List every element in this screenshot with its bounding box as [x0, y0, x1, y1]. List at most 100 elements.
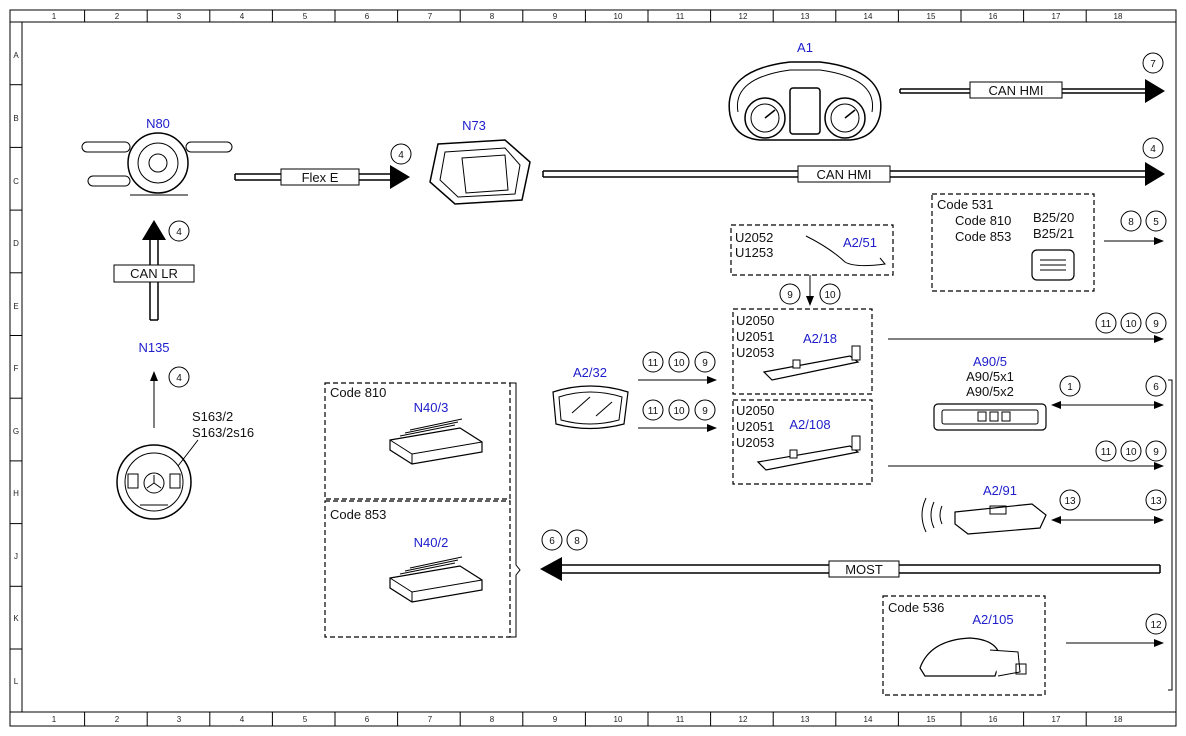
col-label: 13 — [801, 12, 810, 21]
col-label: 9 — [553, 12, 558, 21]
col-label: 6 — [365, 12, 370, 21]
a2-18-box: U2050 U2051 U2053 A2/18 — [732, 308, 873, 395]
ignition-switch-n73: N73 — [429, 118, 531, 205]
fault-code-u2053: U2053 — [736, 435, 774, 450]
svg-text:8: 8 — [1128, 217, 1134, 228]
label-a90-5x1: A90/5x1 — [966, 369, 1014, 384]
ref-1: 1 — [1059, 375, 1081, 397]
ref-4: 4 — [390, 143, 412, 165]
row-label: J — [14, 552, 18, 561]
col-label: 10 — [614, 715, 623, 724]
label-code-536: Code 536 — [888, 600, 944, 615]
steering-wheel-s163 — [116, 439, 199, 520]
amplifier-n40-2 — [389, 556, 483, 603]
code-810-box: Code 810 N40/3 — [324, 382, 511, 500]
col-label: 18 — [1114, 715, 1123, 724]
svg-text:1: 1 — [1067, 382, 1073, 393]
bus-flex-e: Flex E — [234, 165, 410, 189]
fault-code-u2051: U2051 — [736, 419, 774, 434]
label-n80: N80 — [146, 116, 170, 131]
col-label: 11 — [676, 715, 685, 724]
svg-text:7: 7 — [1150, 59, 1156, 70]
svg-text:11: 11 — [648, 358, 659, 369]
label-a1: A1 — [797, 40, 813, 55]
bus-label-can-hmi: CAN HMI — [817, 167, 872, 182]
col-label: 1 — [52, 12, 57, 21]
a2-108-box: U2050 U2051 U2053 A2/108 — [732, 399, 873, 485]
col-label: 9 — [553, 715, 558, 724]
row-label: C — [13, 177, 19, 186]
fault-code-u2050: U2050 — [736, 313, 774, 328]
label-b25-20: B25/20 — [1033, 210, 1074, 225]
row-label: F — [14, 364, 19, 373]
svg-text:9: 9 — [702, 406, 708, 417]
steering-column-module-n80: N80 — [81, 116, 233, 196]
label-a90-5x2: A90/5x2 — [966, 384, 1014, 399]
fault-code-u1253: U1253 — [735, 245, 773, 260]
ref-group: 6 8 — [541, 529, 588, 551]
label-a2-51: A2/51 — [843, 235, 877, 250]
bus-can-lr: CAN LR — [113, 220, 195, 321]
col-label: 16 — [989, 12, 998, 21]
label-a2-91: A2/91 — [983, 483, 1017, 498]
ref-group: 9 10 — [779, 283, 841, 305]
bus-most: MOST — [540, 557, 1161, 581]
label-b25-21: B25/21 — [1033, 226, 1074, 241]
col-label: 4 — [240, 715, 245, 724]
col-label: 5 — [303, 715, 308, 724]
col-label: 10 — [614, 12, 623, 21]
svg-text:13: 13 — [1150, 496, 1162, 507]
svg-text:12: 12 — [1150, 620, 1162, 631]
label-n40-2: N40/2 — [414, 535, 449, 550]
label-code-853: Code 853 — [330, 507, 386, 522]
bus-label-can-lr: CAN LR — [130, 266, 178, 281]
ref-4: 4 — [1142, 137, 1164, 159]
svg-text:9: 9 — [787, 290, 793, 301]
column-labels-top: 1 2 3 4 5 6 7 8 9 10 11 12 13 14 15 16 1… — [52, 12, 1123, 21]
label-n40-3: N40/3 — [414, 400, 449, 415]
bus-label-can-hmi: CAN HMI — [989, 83, 1044, 98]
row-label: D — [13, 239, 19, 248]
usb-module-a90-5: A90/5 A90/5x1 A90/5x2 — [933, 354, 1047, 431]
label-code-810: Code 810 — [330, 385, 386, 400]
fault-code-u2051: U2051 — [736, 329, 774, 344]
ref-group: 11 10 9 — [1095, 440, 1167, 462]
row-label: G — [13, 427, 19, 436]
code-531-box: Code 531 Code 810 Code 853 B25/20 B25/21 — [931, 193, 1095, 292]
right-bracket — [1168, 379, 1173, 691]
col-label: 3 — [177, 715, 182, 724]
label-n135: N135 — [138, 340, 169, 355]
ref-4: 4 — [168, 220, 190, 242]
col-label: 6 — [365, 715, 370, 724]
col-label: 13 — [801, 715, 810, 724]
label-code-810: Code 810 — [955, 213, 1011, 228]
svg-text:9: 9 — [1153, 447, 1159, 458]
svg-text:6: 6 — [1153, 382, 1159, 393]
ref-13: 13 — [1059, 489, 1081, 511]
col-label: 17 — [1052, 12, 1061, 21]
drawing-frame — [9, 9, 1177, 727]
label-code-853: Code 853 — [955, 229, 1011, 244]
windshield-a2-32: A2/32 — [552, 365, 629, 430]
code-bracket — [510, 382, 521, 638]
col-label: 5 — [303, 12, 308, 21]
svg-text:10: 10 — [1125, 447, 1137, 458]
label-a2-105: A2/105 — [972, 612, 1013, 627]
fault-code-u2053: U2053 — [736, 345, 774, 360]
svg-text:10: 10 — [824, 290, 836, 301]
row-labels: A B C D E F G H J K L — [13, 51, 19, 686]
svg-text:4: 4 — [176, 373, 182, 384]
svg-text:6: 6 — [549, 536, 555, 547]
code-536-box: Code 536 A2/105 — [882, 595, 1046, 696]
ref-13: 13 — [1145, 489, 1167, 511]
col-label: 4 — [240, 12, 245, 21]
label-a90-5: A90/5 — [973, 354, 1007, 369]
bluetooth-module-a2-91: A2/91 — [921, 483, 1047, 535]
label-n73: N73 — [462, 118, 486, 133]
ref-group: 11 10 9 — [1095, 312, 1167, 334]
label-a2-108: A2/108 — [789, 417, 830, 432]
svg-text:9: 9 — [702, 358, 708, 369]
col-label: 15 — [927, 12, 936, 21]
ref-group: 8 5 — [1120, 210, 1167, 232]
label-s163-2: S163/2 — [192, 409, 233, 424]
